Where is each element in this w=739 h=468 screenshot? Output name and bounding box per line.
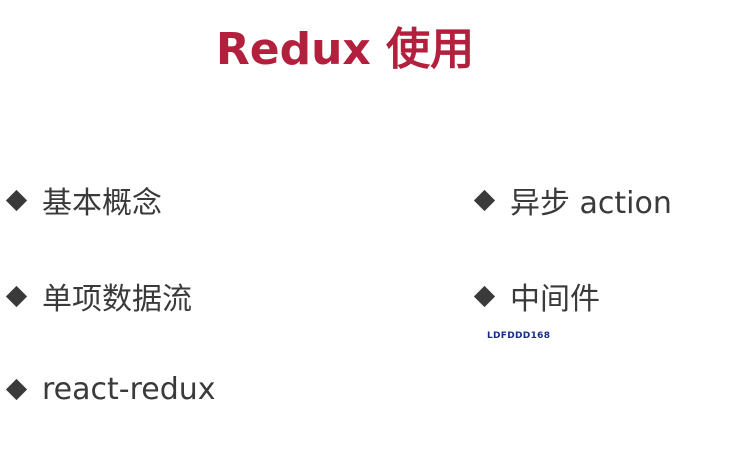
- slide-title: Redux 使用: [215, 24, 475, 75]
- bullet-label: react-redux: [42, 371, 216, 407]
- watermark-text: LDFDDD168: [487, 331, 551, 341]
- diamond-bullet-icon: [5, 378, 28, 400]
- bullet-label: 单项数据流: [42, 282, 192, 317]
- bullet-item-middleware: 中间件: [468, 275, 600, 317]
- bullet-item-concepts: 基本概念: [0, 179, 162, 221]
- bullet-item-async-action: 异步 action: [468, 179, 672, 221]
- bullet-item-data-flow: 单项数据流: [0, 275, 192, 317]
- diamond-bullet-icon: [5, 189, 28, 211]
- bullet-label: 异步 action: [510, 186, 672, 221]
- bullet-label: 中间件: [510, 282, 600, 317]
- diamond-bullet-icon: [473, 285, 496, 307]
- diamond-bullet-icon: [473, 189, 496, 211]
- bullet-item-react-redux: react-redux: [0, 368, 216, 410]
- bullet-label: 基本概念: [42, 186, 162, 221]
- diamond-bullet-icon: [5, 285, 28, 307]
